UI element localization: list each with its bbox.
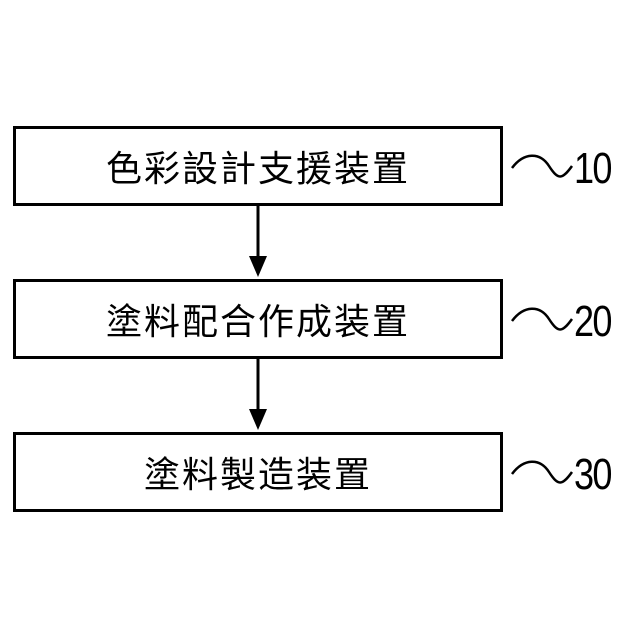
step-label: 塗料配合作成装置 — [106, 293, 410, 345]
flow-arrow — [249, 206, 267, 277]
leader-line — [512, 309, 572, 330]
reference-numeral: 30 — [574, 453, 611, 497]
step-box-color-design-support: 色彩設計支援装置 — [13, 126, 503, 206]
leader-line — [512, 156, 572, 177]
reference-numeral: 20 — [574, 300, 611, 344]
step-box-paint-manufacturing: 塗料製造装置 — [13, 432, 503, 512]
step-label: 塗料製造装置 — [144, 446, 372, 498]
step-box-paint-formulation: 塗料配合作成装置 — [13, 279, 503, 359]
step-label: 色彩設計支援装置 — [106, 140, 410, 192]
flow-arrow — [249, 359, 267, 430]
leader-line — [512, 462, 572, 483]
reference-numeral: 10 — [574, 147, 611, 191]
